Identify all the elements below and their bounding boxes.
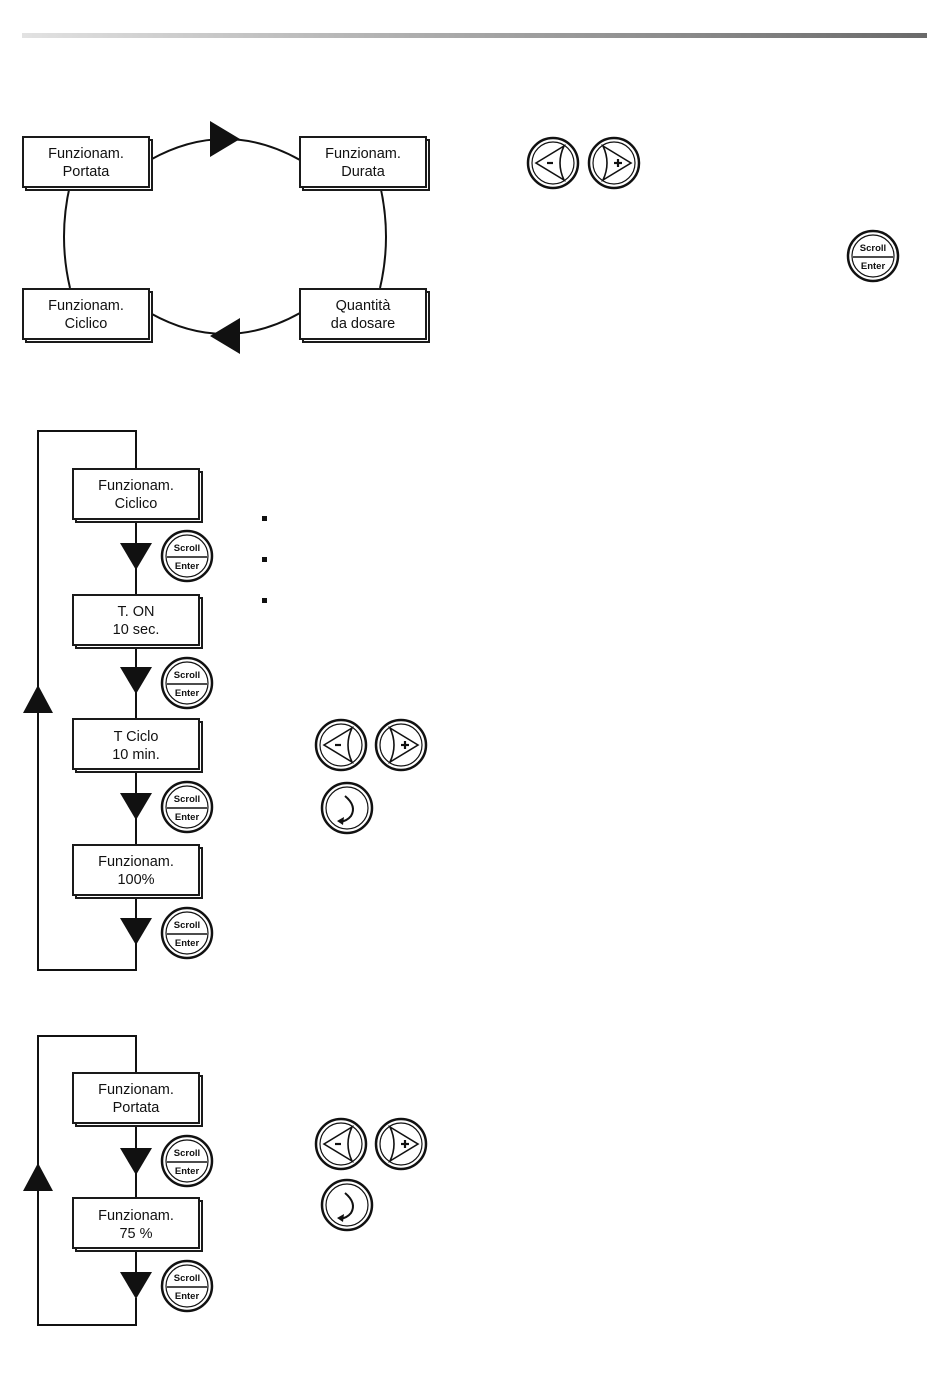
down-arrow-icon [120, 667, 152, 694]
flow-confirm-button[interactable] [322, 1180, 372, 1230]
box-durata-line2: Durata [341, 164, 385, 180]
flow-step-1-line2: Portata [113, 1100, 161, 1116]
box-portata-line2: Portata [63, 164, 111, 180]
box-ciclico-line2: Ciclico [65, 316, 108, 332]
return-up-arrow-icon [23, 1163, 53, 1191]
flow-minus-button[interactable] [316, 1119, 366, 1169]
flow-step-2-line2: 75 % [119, 1226, 152, 1242]
enter-label: Enter [175, 812, 200, 823]
box-portata-line1: Funzionam. [48, 146, 124, 162]
cyclic-flowchart: Funzionam. Ciclico T. ON 10 sec. T Ciclo… [23, 431, 426, 970]
flow-scroll-enter-button-1[interactable]: Scroll Enter [162, 1136, 212, 1186]
enter-label: Enter [175, 561, 200, 572]
scroll-label: Scroll [174, 794, 200, 805]
down-arrow-icon [120, 918, 152, 945]
cyclic-step-2: T. ON 10 sec. [73, 595, 202, 648]
box-ciclico: Funzionam. Ciclico [23, 289, 152, 342]
return-up-arrow-icon [23, 685, 53, 713]
down-arrow-icon [120, 793, 152, 820]
bullet-marker [262, 557, 267, 562]
flow-plus-button[interactable] [376, 1119, 426, 1169]
enter-label: Enter [175, 1291, 200, 1302]
cyclic-step-2-line1: T. ON [117, 604, 154, 620]
scroll-label: Scroll [860, 243, 886, 254]
scroll-label: Scroll [174, 1273, 200, 1284]
scroll-label: Scroll [174, 543, 200, 554]
flow-scroll-enter-button-2[interactable]: Scroll Enter [162, 1261, 212, 1311]
down-arrow-icon [120, 543, 152, 570]
box-quantita-line2: da dosare [331, 316, 396, 332]
bullet-marker [262, 598, 267, 603]
cyclic-minus-button[interactable] [316, 720, 366, 770]
cyclic-step-4: Funzionam. 100% [73, 845, 202, 898]
cyclic-scroll-enter-button-1[interactable]: Scroll Enter [162, 531, 212, 581]
cyclic-step-1-line2: Ciclico [115, 496, 158, 512]
flow-step-1-line1: Funzionam. [98, 1082, 174, 1098]
enter-label: Enter [175, 688, 200, 699]
cyclic-scroll-enter-button-2[interactable]: Scroll Enter [162, 658, 212, 708]
cyclic-step-3-line1: T Ciclo [114, 729, 159, 745]
cyclic-step-4-line1: Funzionam. [98, 854, 174, 870]
cycle-diagram: Funzionam. Portata Funzionam. Durata Fun… [23, 121, 429, 354]
box-quantita: Quantità da dosare [300, 289, 429, 342]
flow-step-2: Funzionam. 75 % [73, 1198, 202, 1251]
arrow-left-icon [210, 318, 240, 354]
bullet-marker [262, 516, 267, 521]
scroll-label: Scroll [174, 920, 200, 931]
cyclic-step-1: Funzionam. Ciclico [73, 469, 202, 522]
cyclic-scroll-enter-button-4[interactable]: Scroll Enter [162, 908, 212, 958]
top-plus-button[interactable] [589, 138, 639, 188]
box-durata: Funzionam. Durata [300, 137, 429, 190]
flow-flowchart: Funzionam. Portata Funzionam. 75 % Scrol… [23, 1036, 426, 1325]
box-quantita-line1: Quantità [336, 298, 392, 314]
cyclic-plus-button[interactable] [376, 720, 426, 770]
scroll-label: Scroll [174, 1148, 200, 1159]
box-portata: Funzionam. Portata [23, 137, 152, 190]
down-arrow-icon [120, 1148, 152, 1175]
cyclic-scroll-enter-button-3[interactable]: Scroll Enter [162, 782, 212, 832]
box-ciclico-line1: Funzionam. [48, 298, 124, 314]
scroll-label: Scroll [174, 670, 200, 681]
cyclic-step-4-line2: 100% [117, 872, 154, 888]
top-minus-button[interactable] [528, 138, 578, 188]
cyclic-step-3-line2: 10 min. [112, 747, 160, 763]
enter-label: Enter [175, 1166, 200, 1177]
flow-step-1: Funzionam. Portata [73, 1073, 202, 1126]
cyclic-step-2-line2: 10 sec. [113, 622, 160, 638]
flow-step-2-line1: Funzionam. [98, 1208, 174, 1224]
top-scroll-enter-button[interactable]: Scroll Enter [848, 231, 898, 281]
arrow-right-icon [210, 121, 240, 157]
box-durata-line1: Funzionam. [325, 146, 401, 162]
down-arrow-icon [120, 1272, 152, 1299]
cyclic-confirm-button[interactable] [322, 783, 372, 833]
enter-label: Enter [175, 938, 200, 949]
cyclic-step-1-line1: Funzionam. [98, 478, 174, 494]
cyclic-step-3: T Ciclo 10 min. [73, 719, 202, 772]
enter-label: Enter [861, 261, 886, 272]
